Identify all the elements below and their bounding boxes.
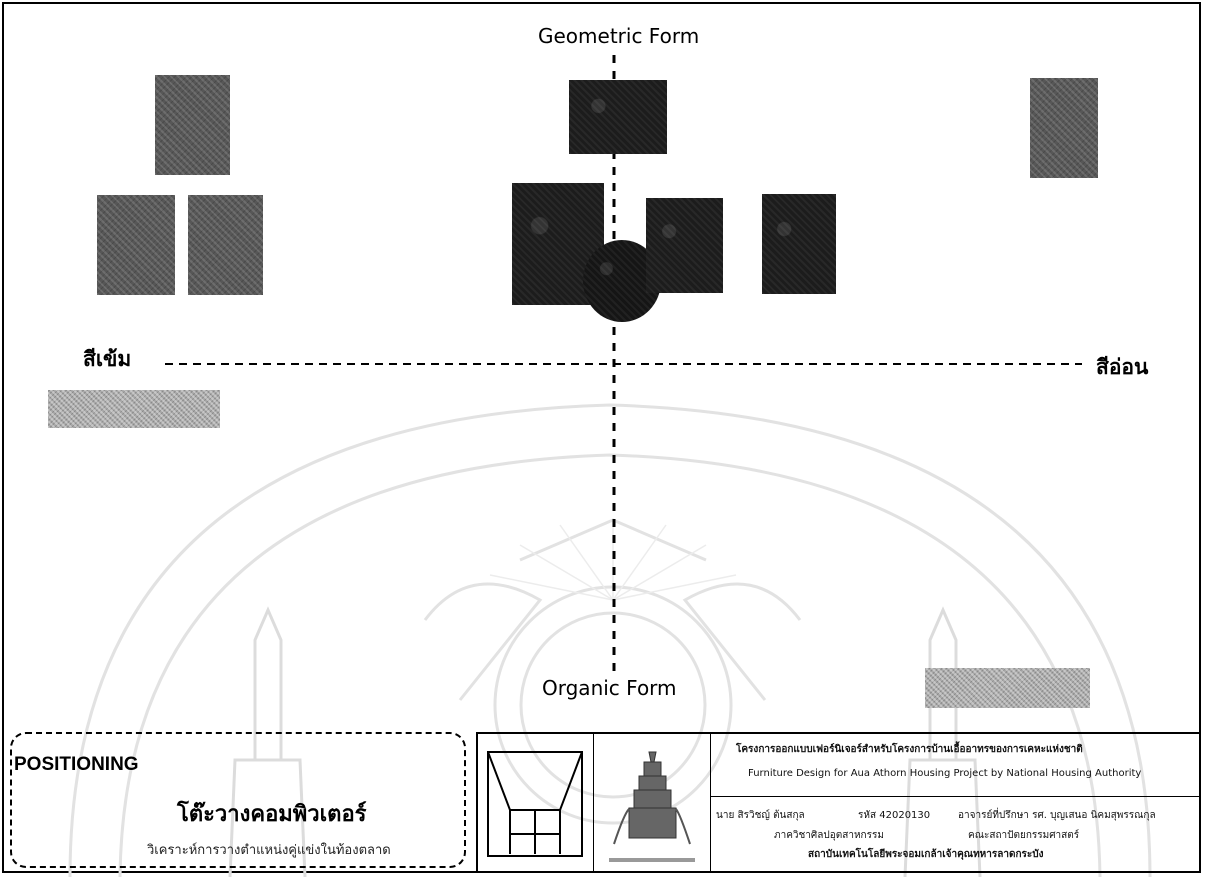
- product-thumb-5: [512, 183, 604, 305]
- positioning-caption-box: POSITIONING โต๊ะวางคอมพิวเตอร์ วิเคราะห์…: [10, 732, 466, 868]
- product-thumb-4: [569, 80, 667, 154]
- product-thumb-11: [925, 668, 1090, 708]
- title-block-sketch-cell: [478, 734, 594, 871]
- product-thumb-8: [762, 194, 836, 294]
- product-thumb-1: [155, 75, 230, 175]
- axis-label-light-color: สีอ่อน: [1096, 355, 1149, 379]
- product-thumb-10: [48, 390, 220, 428]
- product-thumb-3: [188, 195, 263, 295]
- faculty-name: คณะสถาปัตยกรรมศาสตร์: [968, 830, 1080, 841]
- product-thumb-9: [1030, 78, 1098, 178]
- student-id: รหัส 42020130: [858, 810, 931, 821]
- advisor-name: อาจารย์ที่ปรึกษา รศ. บุญเสนอ นิคมสุพรรณก…: [958, 810, 1156, 821]
- positioning-heading: POSITIONING: [14, 754, 139, 775]
- title-block-divider: [711, 796, 1199, 797]
- title-block-logo-cell: [594, 734, 711, 871]
- university-logo-icon: [609, 751, 695, 862]
- project-title-en: Furniture Design for Aua Athorn Housing …: [748, 768, 1142, 779]
- department-name: ภาควิชาศิลปอุตสาหกรรม: [774, 830, 884, 841]
- axis-label-organic: Organic Form: [542, 676, 677, 700]
- axis-label-geometric: Geometric Form: [538, 24, 700, 48]
- student-name: นาย สิรวิชญ์ ต้นสกุล: [716, 810, 805, 821]
- desk-sketch-icon: [487, 751, 583, 857]
- positioning-description: วิเคราะห์การวางตำแหน่งคู่แข่งในท้องตลาด: [147, 843, 391, 858]
- axis-label-dark-color: สีเข้ม: [83, 347, 132, 371]
- positioning-item-name: โต๊ะวางคอมพิวเตอร์: [177, 801, 367, 827]
- product-thumb-7: [646, 198, 723, 293]
- product-thumb-2: [97, 195, 175, 295]
- university-name: สถาบันเทคโนโลยีพระจอมเกล้าเจ้าคุณทหารลาด…: [808, 849, 1044, 860]
- drawing-title-block: โครงการออกแบบเฟอร์นิเจอร์สำหรับโครงการบ้…: [476, 732, 1201, 873]
- project-title-th: โครงการออกแบบเฟอร์นิเจอร์สำหรับโครงการบ้…: [736, 744, 1083, 755]
